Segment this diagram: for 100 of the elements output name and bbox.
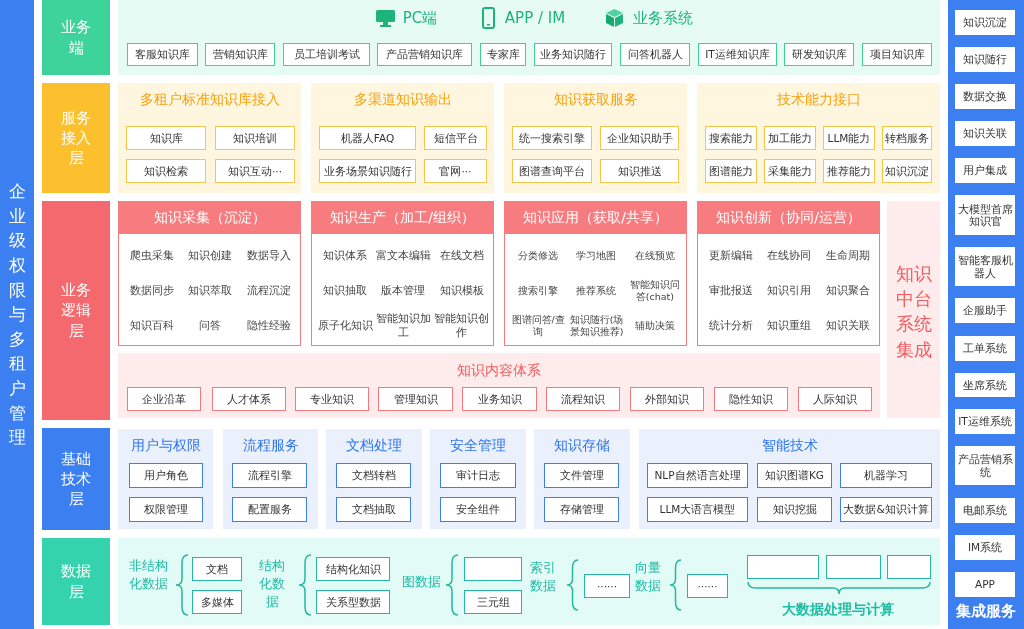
panel-title: 知识内容体系	[456, 362, 542, 380]
function-card	[504, 201, 687, 346]
card-header: 知识采集（沉淀）	[118, 201, 301, 234]
module-tag: 转档服务	[882, 126, 932, 150]
module-tag: ······	[584, 574, 630, 598]
module-tag: 知识库	[126, 126, 206, 150]
item-text: 在线预览	[633, 248, 676, 263]
module-card	[534, 429, 630, 529]
item-text: 知识百科	[129, 317, 176, 334]
module-tag: 项目知识库	[862, 43, 932, 66]
item-text: 流程沉淀	[245, 282, 292, 299]
category-label: 图数据	[400, 573, 442, 591]
module-tag: 研发知识库	[784, 43, 854, 66]
item-text: 知识引用	[766, 282, 813, 299]
item-text: 学习地图	[575, 248, 618, 263]
module-title: 知识存储	[553, 437, 611, 455]
module-card	[118, 429, 213, 529]
module-tag: IT运维系统	[955, 409, 1015, 434]
module-tag: 关系型数据	[316, 590, 390, 614]
blank-tag	[464, 557, 522, 581]
item-text: 更新编辑	[708, 247, 755, 264]
module-tag: 权限管理	[129, 497, 203, 522]
channel-label: APP / IM	[503, 8, 567, 29]
item-text: 审批报送	[708, 282, 755, 299]
item-text: 搜索引擎	[517, 283, 560, 298]
module-tag: 数据交换	[955, 84, 1015, 109]
module-title: 安全管理	[449, 437, 507, 455]
module-tag: LLM能力	[823, 126, 875, 150]
module-tag: 图谱查询平台	[512, 159, 592, 183]
module-tag: 文件管理	[544, 463, 619, 488]
module-tag: 图谱能力	[705, 159, 757, 183]
item-text: 分类修选	[517, 248, 560, 263]
item-text: 知识关联	[824, 317, 871, 334]
module-tag: 知识培训	[215, 126, 295, 150]
module-tag: APP	[955, 572, 1015, 597]
channel-label: PC端	[401, 8, 439, 29]
module-tag: 隐性知识	[714, 387, 788, 411]
module-tag: 搜索能力	[705, 126, 757, 150]
module-tag: NLP自然语言处理	[647, 463, 748, 488]
card-header: 知识创新（协同/运营）	[697, 201, 880, 234]
module-tag: 业务知识随行	[534, 43, 612, 66]
module-tag: 三元组	[464, 590, 522, 614]
module-title: 知识获取服务	[552, 91, 639, 109]
module-tag: 外部知识	[630, 387, 704, 411]
module-tag: 存储管理	[544, 497, 619, 522]
layer-label: 业务逻辑层	[42, 201, 110, 420]
module-tag: 流程知识	[546, 387, 620, 411]
category-label: 结构化数据	[258, 557, 286, 612]
module-title: 用户与权限	[129, 437, 202, 455]
module-tag: LLM大语言模型	[647, 497, 748, 522]
item-text: 在线协同	[766, 247, 813, 264]
module-title: 文档处理	[345, 437, 403, 455]
module-title: 多租户标准知识库接入	[138, 91, 281, 109]
module-tag: 加工能力	[764, 126, 816, 150]
module-title: 智能技术	[760, 437, 819, 455]
category-label: 向量数据	[634, 559, 662, 596]
item-text: 智能知识加工	[375, 310, 432, 341]
item-text: 原子化知识	[316, 317, 374, 334]
column-title: 集成服务	[955, 602, 1017, 621]
layer-label: 基础技术层	[42, 428, 110, 530]
item-text: 知识体系	[322, 247, 369, 264]
module-tag: 采集能力	[764, 159, 816, 183]
item-text: 知识随行(场景知识推荐)	[568, 312, 625, 339]
module-tag: 多媒体	[192, 590, 242, 614]
item-text: 爬虫采集	[129, 247, 176, 264]
module-tag: 知识检索	[126, 159, 206, 183]
module-tag: 业务知识	[462, 387, 537, 411]
module-tag: 问答机器人	[620, 43, 690, 66]
module-tag: 专家库	[480, 43, 526, 66]
module-tag: 产品营销知识库	[377, 43, 472, 66]
layer-panel	[118, 0, 940, 75]
module-tag: 管理知识	[378, 387, 453, 411]
blank-tag	[887, 555, 931, 579]
module-tag: 知识推送	[600, 159, 679, 183]
module-tag: 审计日志	[440, 463, 516, 488]
item-text: 在线文档	[438, 247, 485, 264]
item-text: 推荐系统	[575, 283, 618, 298]
module-tag: 坐席系统	[955, 373, 1015, 397]
function-card	[118, 201, 301, 346]
blank-tag	[826, 555, 881, 579]
item-text: 富文本编辑	[375, 247, 432, 264]
module-tag: 推荐能力	[823, 159, 875, 183]
module-tag: 知识挖掘	[757, 497, 832, 522]
module-tag: 企业知识助手	[600, 126, 679, 150]
module-tag: 员工培训考试	[283, 43, 370, 66]
module-card	[697, 83, 940, 193]
module-tag: 安全组件	[440, 497, 516, 522]
module-tag: 大模型首席知识官	[955, 195, 1015, 235]
item-text: 版本管理	[380, 282, 427, 299]
module-tag: 产品营销系统	[955, 446, 1015, 485]
item-text: 数据导入	[245, 247, 292, 264]
module-tag: 文档转档	[336, 463, 411, 488]
module-title: 技术能力接口	[775, 91, 862, 109]
module-tag: 业务场景知识随行	[319, 159, 416, 183]
module-tag: 专业知识	[295, 387, 369, 411]
blank-tag	[747, 555, 819, 579]
module-tag: 知识互动···	[215, 159, 295, 183]
item-text: 统计分析	[708, 317, 755, 334]
item-text: 知识重组	[766, 317, 813, 334]
module-tag: 机器学习	[840, 463, 932, 488]
